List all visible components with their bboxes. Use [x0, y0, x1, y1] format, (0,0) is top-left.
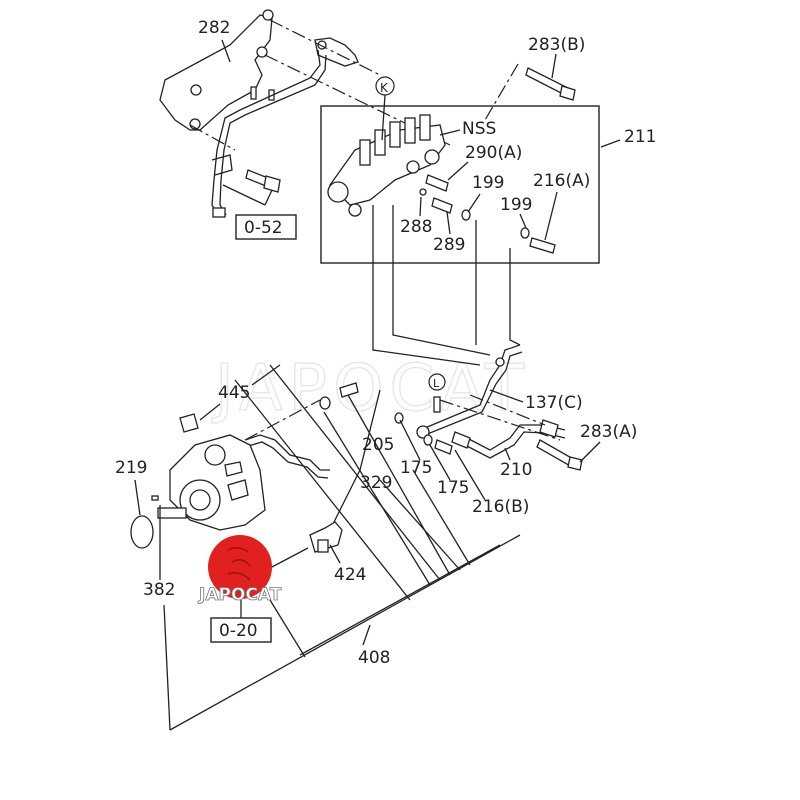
washer-175b	[423, 434, 433, 446]
callout-283b[interactable]: 283(B)	[528, 35, 585, 55]
bracket-282	[159, 9, 359, 218]
fitting-205	[339, 382, 359, 398]
svg-text:JAPOCAT: JAPOCAT	[198, 585, 282, 605]
callout-445[interactable]: 445	[218, 383, 250, 403]
callout-199-b[interactable]: 199	[500, 195, 532, 215]
callout-175-b[interactable]: 175	[437, 478, 469, 498]
japocat-logo: JAPOCAT	[198, 535, 282, 605]
reference-box-0-52[interactable]: 0-52	[235, 214, 297, 240]
callout-329[interactable]: 329	[360, 473, 392, 493]
callout-nss[interactable]: NSS	[462, 119, 496, 139]
bolt-283b	[525, 67, 576, 101]
screw-445	[179, 413, 199, 433]
bolt-283a	[536, 439, 583, 471]
svg-text:L: L	[433, 377, 440, 390]
callout-283a[interactable]: 283(A)	[580, 422, 637, 442]
common-rail	[327, 114, 556, 254]
watermark: JAPOCAT	[211, 352, 530, 426]
svg-text:0-52: 0-52	[244, 218, 283, 238]
callout-210[interactable]: 210	[500, 460, 532, 480]
o-ring-329	[319, 396, 331, 410]
assembly-box-211	[320, 105, 600, 264]
marker-k: K	[375, 76, 395, 96]
callout-382[interactable]: 382	[143, 580, 175, 600]
fuel-injection-pump	[157, 434, 266, 531]
washer-175a	[394, 412, 404, 424]
callout-424[interactable]: 424	[334, 565, 366, 585]
o-ring-219	[130, 515, 154, 549]
svg-text:K: K	[380, 81, 389, 95]
bolt-216b	[434, 439, 453, 455]
callout-289[interactable]: 289	[433, 235, 465, 255]
callout-282[interactable]: 282	[198, 18, 230, 38]
callout-219[interactable]: 219	[115, 458, 147, 478]
key-382	[151, 495, 159, 501]
callout-205[interactable]: 205	[362, 435, 394, 455]
reference-box-0-20[interactable]: 0-20	[210, 617, 272, 643]
pipe-210	[451, 419, 566, 459]
callout-175-a[interactable]: 175	[400, 458, 432, 478]
callout-408[interactable]: 408	[358, 648, 390, 668]
callout-288[interactable]: 288	[400, 217, 432, 237]
callout-199-a[interactable]: 199	[472, 173, 504, 193]
svg-text:0-20: 0-20	[219, 621, 258, 641]
callout-211[interactable]: 211	[624, 127, 656, 147]
bolt-part	[245, 169, 281, 193]
callout-137c[interactable]: 137(C)	[525, 393, 583, 413]
callout-290a[interactable]: 290(A)	[465, 143, 522, 163]
callout-216a[interactable]: 216(A)	[533, 171, 590, 191]
pipe-137c	[416, 344, 523, 439]
marker-l: L	[428, 373, 446, 391]
sensor-424	[309, 521, 343, 553]
callout-216b[interactable]: 216(B)	[472, 497, 529, 517]
